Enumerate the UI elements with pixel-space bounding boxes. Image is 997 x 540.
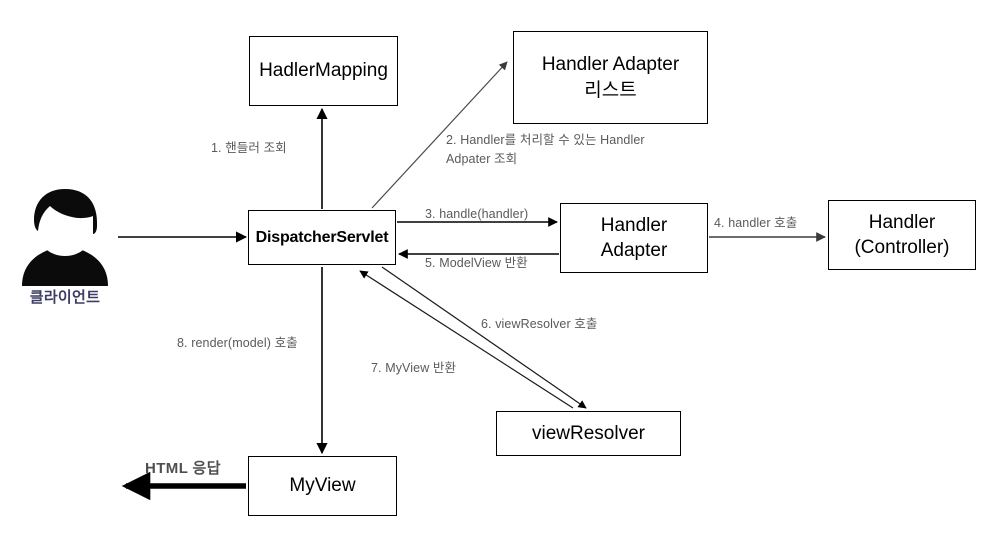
edge-label-step2: 2. Handler를 처리할 수 있는 Handler Adpater 조회 (446, 133, 645, 167)
node-view-resolver[interactable]: viewResolver (496, 411, 681, 456)
node-view-resolver-label: viewResolver (532, 422, 645, 444)
node-dispatcher-servlet-label: DispatcherServlet (255, 228, 389, 246)
node-handler-controller[interactable]: Handler (Controller) (828, 200, 976, 270)
edge-label-html-response: HTML 응답 (145, 460, 221, 477)
node-hadler-mapping-label: HadlerMapping (259, 60, 388, 82)
person-avatar-icon (22, 189, 108, 286)
edge-label-step3: 3. handle(handler) (425, 207, 529, 221)
node-handler-adapter-line1: Handler (600, 214, 668, 236)
node-my-view-label: MyView (289, 475, 356, 497)
edge-label-step5: 5. ModelView 반환 (425, 256, 528, 270)
edge-viewresolver-to-dispatcher (359, 270, 574, 409)
node-handler-controller-line1: Handler (868, 211, 936, 233)
node-my-view[interactable]: MyView (248, 456, 397, 516)
node-dispatcher-servlet[interactable]: DispatcherServlet (248, 210, 396, 265)
edge-label-step1: 1. 핸들러 조회 (211, 141, 287, 155)
edge-label-step6: 6. viewResolver 호출 (481, 317, 598, 331)
edge-dispatcher-to-viewresolver (381, 266, 587, 409)
client-label: 클라이언트 (29, 289, 101, 306)
node-handler-adapter[interactable]: Handler Adapter (560, 203, 708, 273)
client-actor: 클라이언트 (10, 186, 120, 318)
edge-label-step7: 7. MyView 반환 (371, 361, 457, 375)
node-handler-adapter-list-line1: Handler Adapter (541, 54, 680, 76)
node-hadler-mapping[interactable]: HadlerMapping (249, 36, 398, 106)
node-handler-adapter-list[interactable]: Handler Adapter 리스트 (513, 31, 708, 124)
edge-label-step8: 8. render(model) 호출 (177, 336, 298, 350)
node-handler-adapter-line2: Adapter (600, 240, 668, 261)
edge-label-step4: 4. handler 호출 (714, 216, 798, 230)
node-handler-controller-line2: (Controller) (854, 237, 950, 258)
node-handler-adapter-list-line2: 리스트 (584, 79, 637, 101)
